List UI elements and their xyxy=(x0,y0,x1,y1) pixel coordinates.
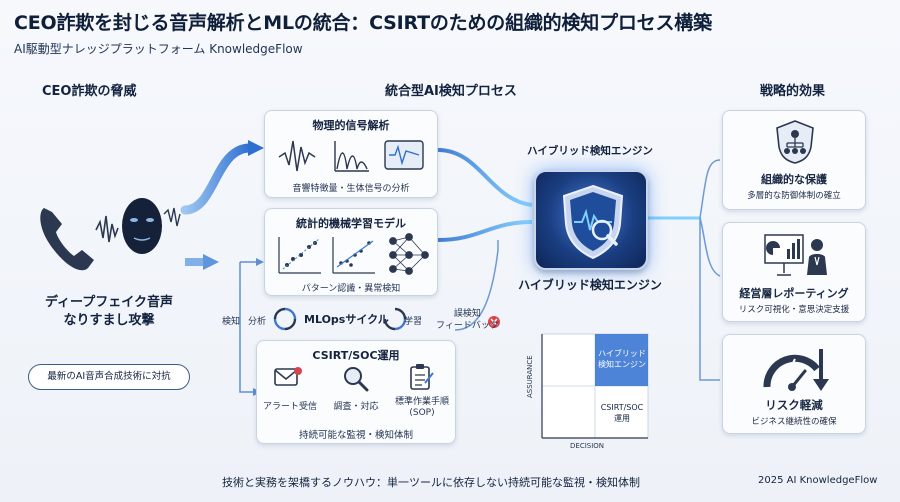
org-shield-icon xyxy=(776,120,814,164)
quadrant-bottom-label: CSIRT/SOC 運用 xyxy=(594,402,650,424)
physical-analysis-caption: 音響特徴量・生体信号の分析 xyxy=(292,184,410,194)
spectrum-icon xyxy=(334,141,369,172)
mlops-feedback-line2: フィードバック xyxy=(436,321,499,331)
mlops-feedback-line1: 誤検知 xyxy=(453,309,481,319)
quadrant-top-label: ハイブリッド 検知エンジン xyxy=(594,348,650,370)
scatter-plot-icon xyxy=(278,237,321,274)
quadrant-x-axis: DECISION xyxy=(570,442,605,450)
effect-card-reporting: 経営層レポーティング リスク可視化・意思決定支援 xyxy=(722,222,866,322)
effect-card-protection: 組織的な保護 多層的な防御体制の確立 xyxy=(722,110,866,210)
csirt-soc-title: CSIRT/SOC運用 xyxy=(312,349,400,362)
footer-credit: 2025 AI KnowledgeFlow xyxy=(758,475,878,486)
mlops-feedback-label: 誤検知 フィードバック xyxy=(436,308,499,332)
quadrant-y-axis: ASSURANCE xyxy=(526,355,534,398)
mlops-analyze-label: 分析 xyxy=(248,317,267,327)
csirt-item-alert: アラート受信 xyxy=(263,402,318,412)
mlops-detect-label: 検知 xyxy=(222,317,241,327)
cycle-arrows-icon-right xyxy=(383,307,407,331)
assurance-decision-quadrant xyxy=(541,333,649,439)
physical-analysis-title: 物理的信号解析 xyxy=(312,119,390,132)
footer-tagline: 技術と実務を架橋するノウハウ：単一ツールに依存しない持続可能な監視・検知体制 xyxy=(222,476,640,489)
ml-model-title: 統計的機械学習モデル xyxy=(296,217,406,230)
effect-title-reporting: 経営層レポーティング xyxy=(739,287,849,300)
cycle-arrows-icon xyxy=(273,307,297,331)
csirt-soc-caption: 持続可能な監視・検知体制 xyxy=(298,430,413,441)
csirt-item-sop-line1: 標準作業手順 xyxy=(394,397,449,407)
deepfake-threat-illustration xyxy=(40,198,181,271)
trend-plot-icon xyxy=(332,237,375,274)
ml-model-card: 統計的機械学習モデル パターン認識・異常検知 xyxy=(264,208,438,296)
mlops-cycle-label: MLOpsサイクル xyxy=(304,313,389,326)
quadrant-bottom-line1: CSIRT/SOC xyxy=(600,403,644,412)
page-title: CEO詐欺を封じる音声解析とMLの統合：CSIRTのための組織的検知プロセス構築 xyxy=(14,12,712,34)
quadrant-top-line1: ハイブリッド xyxy=(598,349,646,358)
threat-caption-line2: なりすまし攻撃 xyxy=(63,313,155,328)
engine-label-bottom: ハイブリッド検知エンジン xyxy=(518,278,662,292)
magnifier-icon xyxy=(591,219,613,241)
neural-network-icon xyxy=(389,233,429,275)
ml-model-caption: パターン認識・異常検知 xyxy=(301,284,401,294)
threat-speech-bubble: 最新のAI音声合成技術に対抗 xyxy=(28,364,190,390)
threat-caption: ディープフェイク音声 なりすまし攻撃 xyxy=(24,294,194,330)
csirt-item-sop-line2: (SOP) xyxy=(409,408,435,418)
hybrid-engine-box xyxy=(534,170,648,270)
effect-card-risk: リスク軽減 ビジネス継続性の確保 xyxy=(722,334,866,434)
csirt-item-sop: 標準作業手順 (SOP) xyxy=(389,397,455,419)
ml-icons xyxy=(278,233,429,275)
shield-icon xyxy=(562,184,624,260)
phone-icon xyxy=(40,208,94,271)
mlops-learn-label: 学習 xyxy=(404,317,423,327)
effect-caption-risk: ビジネス継続性の確保 xyxy=(751,417,837,427)
section-head-process: 統合型AI検知プロセス xyxy=(385,84,517,99)
gauge-down-icon xyxy=(763,349,829,391)
csirt-item-investigate: 調査・対応 xyxy=(333,402,379,412)
quadrant-top-line2: 検知エンジン xyxy=(598,360,646,369)
mail-alert-icon xyxy=(274,367,302,386)
effect-caption-reporting: リスク可視化・意思決定支援 xyxy=(738,305,850,315)
csirt-soc-card: CSIRT/SOC運用 アラート受信 調査・対応 標準作業手順 (SOP) 持続… xyxy=(256,340,456,444)
waveform-icon xyxy=(278,140,316,172)
presenter-icon xyxy=(811,239,823,251)
effect-title-risk: リスク軽減 xyxy=(765,398,823,412)
physical-analysis-card: 物理的信号解析 音響特徴量・生体信号の分析 xyxy=(264,110,438,198)
section-head-effects: 戦略的効果 xyxy=(760,84,826,99)
threat-caption-line1: ディープフェイク音声 xyxy=(44,295,174,310)
presentation-icon xyxy=(764,234,827,276)
magnifier-icon xyxy=(344,367,369,392)
monitor-icon xyxy=(384,140,424,170)
effect-caption-protection: 多層的な防御体制の確立 xyxy=(747,191,841,201)
section-head-threat: CEO詐欺の脅威 xyxy=(42,84,137,99)
digital-face-icon xyxy=(122,198,181,254)
effect-title-protection: 組織的な保護 xyxy=(761,173,827,186)
engine-label-top: ハイブリッド検知エンジン xyxy=(527,145,653,157)
quadrant-bottom-line2: 運用 xyxy=(614,414,630,423)
signal-icons xyxy=(278,140,424,172)
clipboard-icon xyxy=(410,364,434,390)
page-subtitle: AI駆動型ナレッジプラットフォーム KnowledgeFlow xyxy=(14,42,303,56)
sound-wave-icon xyxy=(95,215,119,243)
